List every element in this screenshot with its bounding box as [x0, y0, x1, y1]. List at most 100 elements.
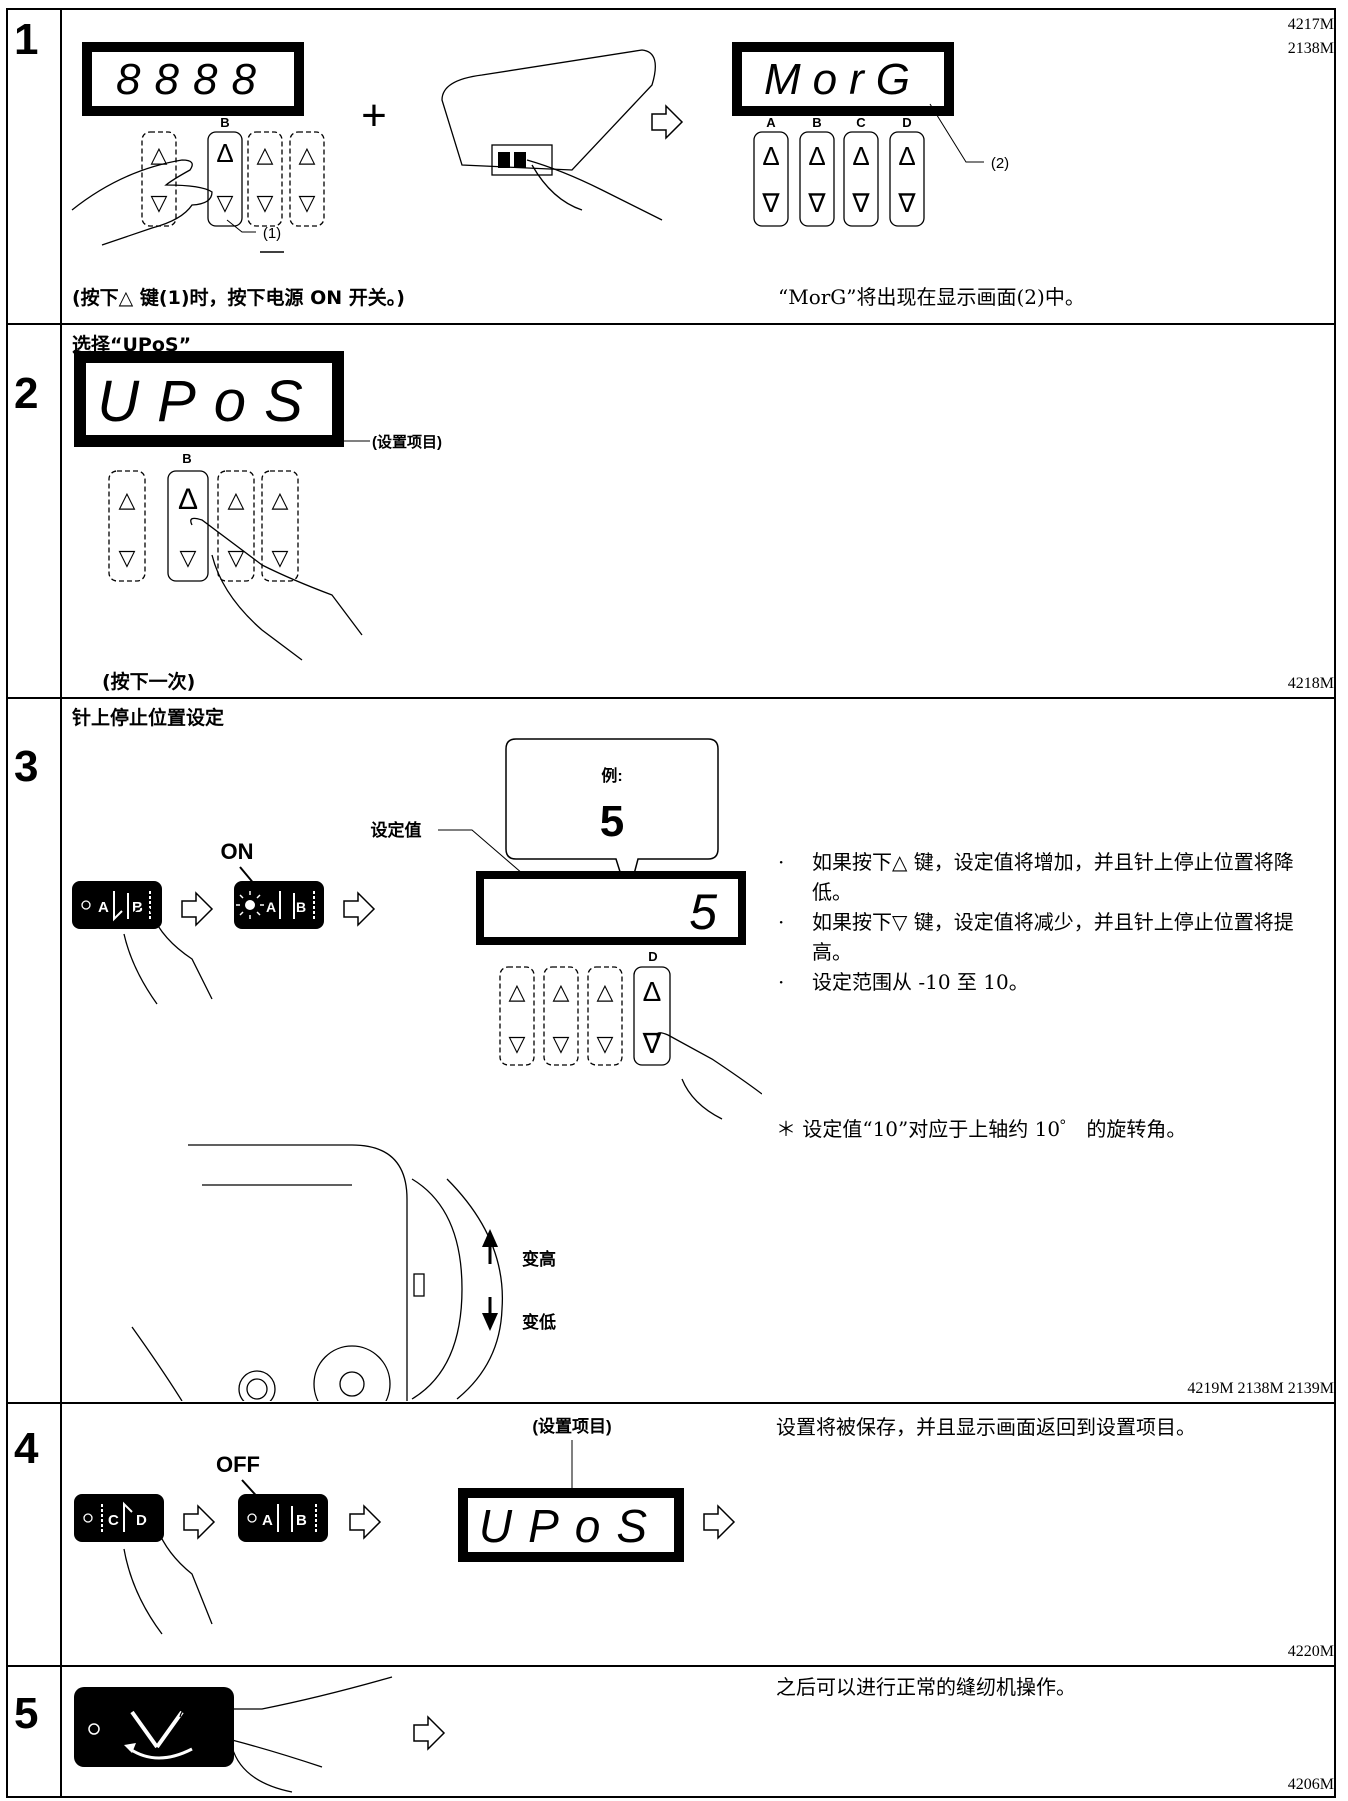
- svg-text:Δ: Δ: [216, 138, 233, 168]
- figure-code: 4220M: [1287, 1643, 1334, 1660]
- figure-codes: 4219M 2138M 2139M: [1187, 1380, 1334, 1397]
- higher-label: 变高: [522, 1249, 556, 1269]
- step-number: 2: [14, 369, 39, 418]
- step3-bullets: · 如果按下△ 键，设定值将增加，并且针上停止位置将降低。 · 如果按下▽ 键，…: [778, 847, 1328, 997]
- bullet-text: 如果按下▽ 键，设定值将减少，并且针上停止位置将提高。: [812, 910, 1294, 964]
- figure-code: 4218M: [1287, 675, 1334, 692]
- svg-text:Δ: Δ: [762, 141, 779, 171]
- svg-text:A: A: [262, 1512, 273, 1529]
- svg-text:Δ: Δ: [643, 976, 662, 1007]
- display-text: UPoS: [479, 1500, 663, 1552]
- right-arrow-icon: [651, 104, 684, 140]
- svg-text:▽: ▽: [299, 190, 316, 215]
- needle-position-button-cd: C D: [74, 1494, 164, 1542]
- svg-text:∇: ∇: [807, 188, 826, 218]
- machine-head-illustration: [131, 1144, 504, 1401]
- page-frame: [6, 8, 1336, 1798]
- step-number: 4: [14, 1424, 39, 1473]
- svg-text:▽: ▽: [180, 545, 197, 570]
- step1-caption-right: “MorG”将出现在显示画面(2)中。: [778, 285, 1085, 309]
- svg-text:△: △: [228, 487, 245, 512]
- step4-illustration: OFF C D A B (设置项目) UPoS: [74, 1417, 736, 1635]
- key-label-b: B: [220, 115, 229, 130]
- svg-text:▽: ▽: [597, 1031, 614, 1056]
- svg-text:▽: ▽: [217, 190, 234, 215]
- step1-caption-left: (按下△ 键(1)时，按下电源 ON 开关。): [72, 287, 405, 309]
- step-number: 5: [14, 1689, 39, 1738]
- svg-text:▽: ▽: [228, 545, 245, 570]
- svg-text:△: △: [257, 142, 274, 167]
- figure-code: 4217M: [1287, 16, 1334, 33]
- callout-1: (1): [263, 225, 281, 242]
- svg-text:▽: ▽: [119, 545, 136, 570]
- bullet-item: · 设定范围从 -10 至 10。: [778, 967, 1328, 997]
- key-label: A: [766, 115, 776, 130]
- svg-text:▽: ▽: [272, 545, 289, 570]
- on-label: ON: [221, 839, 254, 864]
- step5-text: 之后可以进行正常的缝纫机操作。: [776, 1675, 1076, 1699]
- svg-text:△: △: [597, 979, 614, 1004]
- svg-text:▽: ▽: [151, 190, 168, 215]
- row-divider: [6, 697, 1336, 699]
- step3-illustration: 例: 5 设定值 ON A B A B 5 D: [72, 738, 762, 1401]
- display-panel: UPoS: [74, 351, 344, 447]
- svg-text:△: △: [299, 142, 316, 167]
- display-text: 5: [689, 884, 717, 940]
- svg-text:B: B: [296, 1512, 307, 1529]
- needle-position-button: A B: [238, 1494, 328, 1542]
- step2-title: 选择“UPoS”: [72, 334, 192, 356]
- callout-2: (2): [991, 155, 1009, 172]
- display-callout: (设置项目): [532, 1417, 611, 1436]
- svg-text:▽: ▽: [509, 1031, 526, 1056]
- column-divider: [60, 8, 62, 1798]
- key-label: B: [812, 115, 821, 130]
- step-number: 3: [14, 742, 39, 791]
- display-text: MorG: [764, 55, 922, 104]
- step5-illustration: [74, 1676, 446, 1793]
- lower-label: 变低: [522, 1312, 556, 1332]
- rotation-arrow-icon: [482, 1229, 498, 1331]
- svg-text:△: △: [509, 979, 526, 1004]
- step3-title: 针上停止位置设定: [72, 707, 225, 729]
- svg-text:∇: ∇: [761, 188, 780, 218]
- step4-text: 设置将被保存，并且显示画面返回到设置项目。: [776, 1415, 1196, 1439]
- bullet-text: 如果按下△ 键，设定值将增加，并且针上停止位置将降低。: [812, 850, 1294, 904]
- plus-sign: +: [361, 91, 387, 140]
- setting-value-label: 设定值: [371, 820, 422, 840]
- step-number: 1: [14, 15, 39, 64]
- svg-text:Δ: Δ: [852, 141, 869, 171]
- figure-code: 4206M: [1287, 1776, 1334, 1793]
- display-panel: MorG: [732, 42, 954, 116]
- example-label: 例:: [601, 766, 622, 785]
- step1-illustration: 8888 B △▽ Δ▽ △▽ △▽ (1) + MorG A B C D: [71, 42, 1009, 253]
- svg-text:△: △: [119, 487, 136, 512]
- svg-text:B: B: [296, 899, 306, 915]
- step2-caption: (按下一次): [102, 671, 196, 693]
- bullet-item: · 如果按下▽ 键，设定值将减少，并且针上停止位置将提高。: [778, 907, 1328, 967]
- row-divider: [6, 1402, 1336, 1404]
- bullet-text: 设定范围从 -10 至 10。: [812, 970, 1029, 994]
- key-label-b: B: [182, 451, 191, 466]
- display-callout: (设置项目): [372, 434, 442, 451]
- svg-text:∇: ∇: [897, 188, 916, 218]
- svg-text:Δ: Δ: [898, 141, 915, 171]
- svg-text:B: B: [132, 899, 143, 916]
- svg-text:D: D: [136, 1512, 147, 1529]
- key-label: C: [856, 115, 866, 130]
- row-divider: [6, 323, 1336, 325]
- svg-text:▽: ▽: [553, 1031, 570, 1056]
- svg-text:▽: ▽: [257, 190, 274, 215]
- needle-position-button: A B: [72, 881, 162, 929]
- figure-code: 2138M: [1287, 40, 1334, 57]
- display-panel: 5: [476, 871, 746, 945]
- key-label-d: D: [648, 949, 657, 964]
- bullet-item: · 如果按下△ 键，设定值将增加，并且针上停止位置将降低。: [778, 847, 1328, 907]
- svg-text:△: △: [272, 487, 289, 512]
- svg-text:A: A: [266, 899, 276, 915]
- step2-illustration: UPoS (设置项目) B △▽ Δ▽ △▽ △▽: [74, 351, 442, 661]
- display-text: UPoS: [97, 369, 321, 434]
- example-value: 5: [600, 797, 624, 846]
- display-panel: 8888: [82, 42, 304, 116]
- svg-text:A: A: [98, 899, 109, 916]
- key-label: D: [902, 115, 911, 130]
